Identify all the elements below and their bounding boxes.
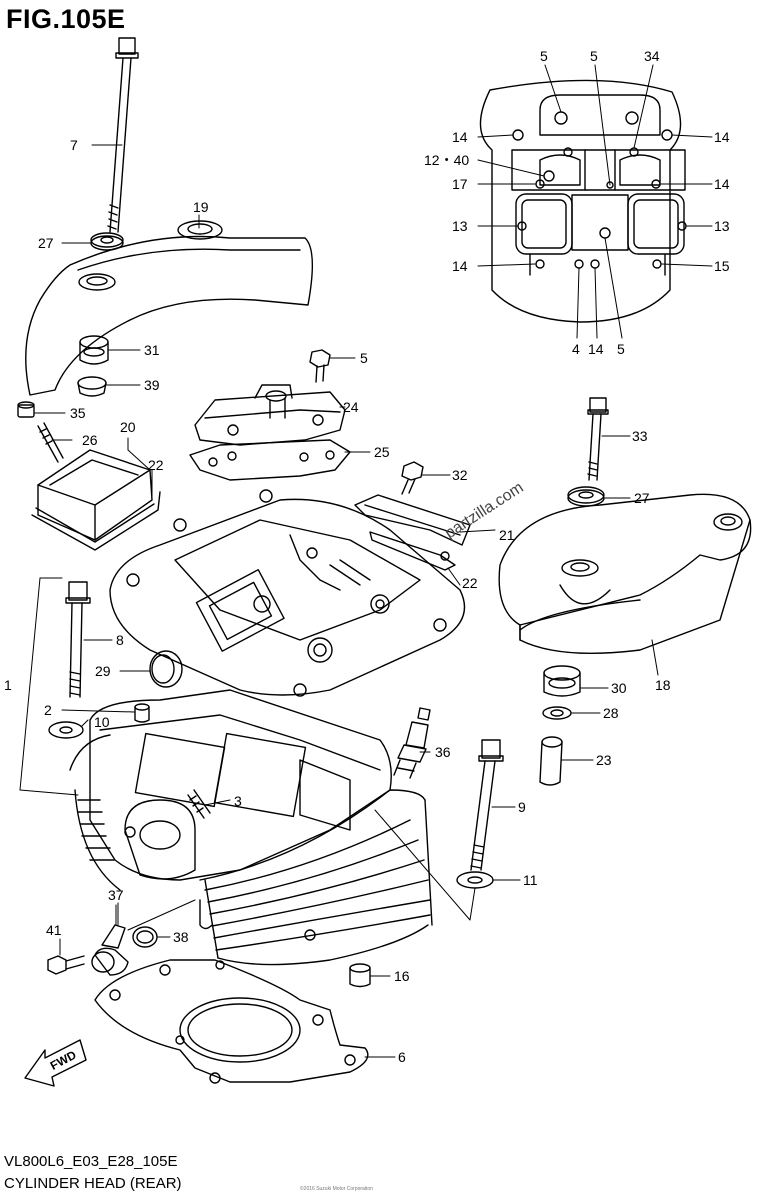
callout-30: 30: [611, 680, 627, 696]
callout-35: 35: [70, 405, 86, 421]
callout-14-e: 14: [588, 341, 604, 357]
collar-23: [539, 736, 563, 786]
callout-14-b: 14: [714, 129, 730, 145]
callout-5-inset-b: 5: [590, 48, 598, 64]
leader-lines: [34, 64, 713, 1058]
callout-39: 39: [144, 377, 160, 393]
grommet-30: [543, 665, 581, 697]
tappet-cover-20: [37, 449, 153, 541]
callout-24: 24: [343, 399, 359, 415]
figure-title: FIG.105E: [6, 4, 126, 34]
callout-19: 19: [193, 199, 209, 215]
callout-41: 41: [46, 922, 62, 938]
bolt-41: [47, 955, 85, 975]
gasket-22-left: [31, 491, 161, 551]
head-cover-19: [25, 220, 314, 396]
bolt-35: [17, 401, 35, 418]
callout-14-c: 14: [714, 176, 730, 192]
callout-bracket-9: [374, 809, 476, 921]
callout-14-d: 14: [452, 258, 468, 274]
callout-20: 20: [120, 419, 136, 435]
callout-22-right: 22: [462, 575, 478, 591]
head-gasket-6: [94, 959, 369, 1084]
head-cover-18: [498, 493, 752, 655]
inset-head-top-view: [479, 79, 687, 323]
grommet-31: [79, 335, 109, 365]
bolt-9: [470, 739, 504, 871]
breather-cover-24: [194, 384, 346, 446]
copyright-note: ©2016 Suzuki Motor Corporation: [300, 1186, 373, 1192]
callout-13-b: 13: [714, 218, 730, 234]
callout-27-right: 27: [634, 490, 650, 506]
bolt-33: [587, 397, 609, 481]
callout-28: 28: [603, 705, 619, 721]
callout-29: 29: [95, 663, 111, 679]
callout-33: 33: [632, 428, 648, 444]
figure-name: CYLINDER HEAD (REAR): [4, 1175, 182, 1192]
spark-plug-36: [393, 707, 431, 779]
callout-bracket-37: [115, 899, 196, 931]
o-ring-38: [132, 926, 158, 948]
washer-11: [456, 871, 494, 889]
callout-15: 15: [714, 258, 730, 274]
callout-36: 36: [435, 744, 451, 760]
washer-28: [542, 706, 572, 720]
stud-3: [187, 789, 211, 819]
callout-23: 23: [596, 752, 612, 768]
fwd-arrow-icon: FWD: [24, 1039, 87, 1087]
callout-27-left: 27: [38, 235, 54, 251]
callout-5-inset-c: 5: [617, 341, 625, 357]
gasket-22-right: [369, 531, 456, 571]
callout-2: 2: [44, 702, 52, 718]
callout-13-a: 13: [452, 218, 468, 234]
bolt-32: [401, 461, 424, 495]
washer-10: [48, 721, 84, 739]
seal-29: [149, 650, 183, 688]
callout-7: 7: [70, 137, 78, 153]
callout-25: 25: [374, 444, 390, 460]
callout-10: 10: [94, 714, 110, 730]
sensor-37: [91, 924, 129, 976]
cap-39: [77, 376, 107, 397]
callout-9: 9: [518, 799, 526, 815]
callout-1: 1: [4, 677, 12, 693]
dowel-2: [134, 703, 150, 723]
callout-31: 31: [144, 342, 160, 358]
figure-code: VL800L6_E03_E28_105E: [4, 1153, 178, 1170]
cover-21: [354, 494, 471, 546]
callout-8: 8: [116, 632, 124, 648]
washer-27-right: [567, 486, 605, 507]
callout-34: 34: [644, 48, 660, 64]
callouts: 7 27 19 31 39 35 26 20 22 5 24 25 32 21 …: [4, 48, 730, 1065]
callout-16: 16: [394, 968, 410, 984]
gasket-25: [189, 439, 351, 481]
callout-17: 17: [452, 176, 468, 192]
callout-22-left: 22: [148, 457, 164, 473]
callout-5-inset-a: 5: [540, 48, 548, 64]
callout-5-upper: 5: [360, 350, 368, 366]
dowel-16: [349, 963, 371, 988]
callout-21: 21: [499, 527, 515, 543]
callout-6: 6: [398, 1049, 406, 1065]
callout-26: 26: [82, 432, 98, 448]
callout-38: 38: [173, 929, 189, 945]
callout-37: 37: [108, 887, 124, 903]
callout-4: 4: [572, 341, 580, 357]
stud-26: [37, 422, 64, 463]
callout-bracket-1: [19, 577, 79, 796]
callout-14-a: 14: [452, 129, 468, 145]
callout-11: 11: [523, 872, 538, 888]
callout-18: 18: [655, 677, 671, 693]
bolt-8: [65, 581, 91, 698]
cylinder-head-1: [69, 489, 466, 966]
callout-3: 3: [234, 793, 242, 809]
callout-32: 32: [452, 467, 468, 483]
bolt-7: [107, 37, 139, 233]
bolt-5-upper: [309, 349, 331, 383]
callout-12-40: 12・40: [424, 152, 469, 168]
